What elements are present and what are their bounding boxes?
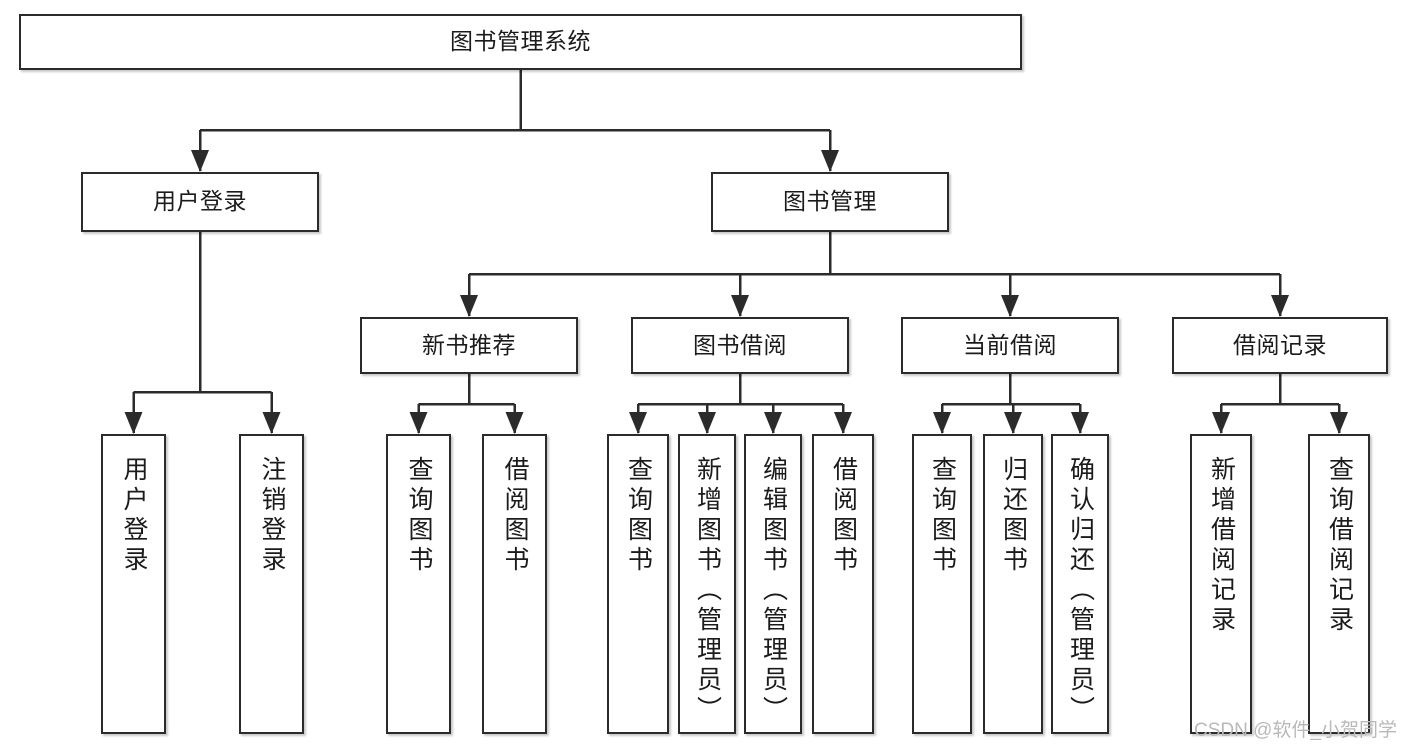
node-leaf-13[interactable]: 查询借阅记录	[1308, 434, 1370, 734]
arrowhead-leaf-1	[124, 412, 143, 434]
node-label: 用户登录	[153, 188, 247, 215]
node-leaf-1[interactable]: 用户登录	[101, 434, 166, 734]
node-label: 新书推荐	[422, 331, 516, 358]
node-leaf-12[interactable]: 新增借阅记录	[1190, 434, 1252, 734]
node-label: 借阅图书	[501, 456, 529, 576]
node-label: 编辑图书（管理员）	[759, 456, 788, 726]
node-leaf-4[interactable]: 借阅图书	[482, 434, 547, 734]
node-leaf-6[interactable]: 新增图书（管理员）	[678, 434, 736, 734]
node-label: 新增图书（管理员）	[693, 456, 722, 726]
node-leaf-5[interactable]: 查询图书	[607, 434, 669, 734]
node-label: 图书借阅	[693, 331, 787, 358]
arrowhead-leaf-4	[505, 412, 524, 434]
arrowhead-leaf-5	[629, 412, 647, 434]
node-leaf-8[interactable]: 借阅图书	[812, 434, 874, 734]
arrowhead-leaf-7	[764, 412, 782, 434]
csdn-watermark: CSDN @软件_小贺同学	[1194, 720, 1397, 741]
node-borrow[interactable]: 图书借阅	[631, 317, 849, 374]
node-label: 当前借阅	[963, 331, 1057, 358]
node-label: 查询图书	[624, 456, 653, 576]
arrowhead-newbook	[460, 295, 478, 317]
node-leaf-2[interactable]: 注销登录	[239, 434, 304, 734]
node-label: 图书管理	[783, 188, 877, 215]
arrowhead-leaf-8	[834, 412, 852, 434]
node-label: 借阅图书	[829, 456, 858, 576]
node-label: 归还图书	[999, 456, 1028, 576]
arrowhead-leaf-2	[262, 412, 281, 434]
node-leaf-9[interactable]: 查询图书	[912, 434, 972, 734]
arrowhead-leaf-6	[698, 412, 716, 434]
arrowhead-current	[1001, 295, 1019, 317]
node-label: 查询图书	[928, 456, 957, 576]
node-records[interactable]: 借阅记录	[1172, 317, 1388, 374]
node-login[interactable]: 用户登录	[81, 172, 319, 232]
node-label: 借阅记录	[1233, 331, 1327, 358]
node-label: 新增借阅记录	[1207, 456, 1236, 636]
arrowhead-leaf-10	[1004, 412, 1022, 434]
node-label: 查询图书	[405, 456, 433, 576]
node-bookmgmt[interactable]: 图书管理	[711, 172, 949, 232]
node-label: 确认归还（管理员）	[1066, 456, 1095, 726]
node-root[interactable]: 图书管理系统	[19, 14, 1022, 70]
arrowhead-leaf-12	[1212, 412, 1230, 434]
node-newbook[interactable]: 新书推荐	[360, 317, 578, 374]
node-label: 图书管理系统	[450, 28, 591, 55]
node-leaf-10[interactable]: 归还图书	[983, 434, 1043, 734]
arrowhead-bookmgmt	[821, 150, 839, 172]
arrowhead-login	[191, 150, 209, 172]
node-leaf-11[interactable]: 确认归还（管理员）	[1051, 434, 1109, 734]
arrowhead-leaf-11	[1071, 412, 1089, 434]
arrowhead-leaf-13	[1330, 412, 1348, 434]
node-leaf-7[interactable]: 编辑图书（管理员）	[744, 434, 802, 734]
arrowhead-leaf-3	[409, 412, 428, 434]
node-leaf-3[interactable]: 查询图书	[386, 434, 451, 734]
arrowhead-leaf-9	[933, 412, 951, 434]
node-label: 查询借阅记录	[1325, 456, 1354, 636]
node-current[interactable]: 当前借阅	[901, 317, 1119, 374]
node-label: 注销登录	[258, 456, 286, 576]
arrowhead-borrow	[731, 295, 749, 317]
node-label: 用户登录	[120, 456, 148, 576]
arrowhead-records	[1271, 295, 1289, 317]
